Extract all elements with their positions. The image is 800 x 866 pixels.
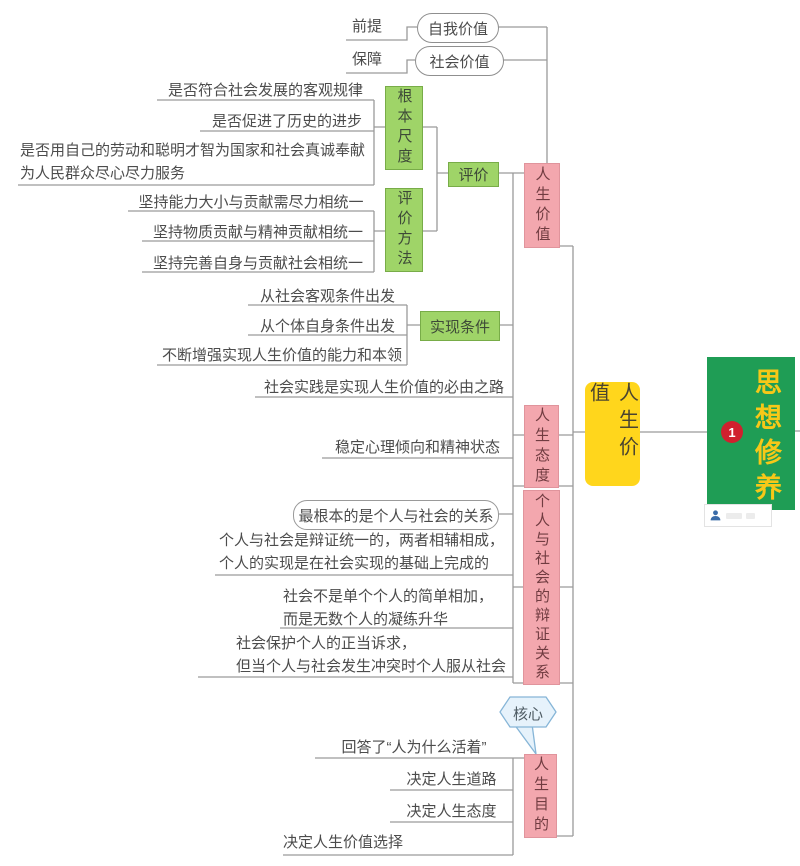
leaf-objective-law[interactable]: 是否符合社会发展的客观规律 xyxy=(167,82,363,99)
leaf-society-protects[interactable]: 社会保护个人的正当诉求， 但当个人与社会发生冲突时个人服从社会 xyxy=(236,635,507,675)
leaf-ability-contribution[interactable]: 坚持能力大小与贡献需尽力相统一 xyxy=(138,194,364,211)
leaf-social-practice[interactable]: 社会实践是实现人生价值的必由之路 xyxy=(263,379,504,396)
leaf-social-conditions[interactable]: 从社会客观条件出发 xyxy=(259,288,395,305)
watermark-mark xyxy=(746,512,755,519)
leaf-historical-progress[interactable]: 是否促进了历史的进步 xyxy=(211,113,362,130)
leaf-decide-life-road[interactable]: 决定人生道路 xyxy=(406,771,497,788)
root-topic-label: 思想修养 xyxy=(751,368,781,508)
connector-lines-root xyxy=(573,430,800,433)
leaf-material-spiritual[interactable]: 坚持物质贡献与精神贡献相统一 xyxy=(152,224,363,241)
person-icon xyxy=(710,510,721,521)
section-life-purpose[interactable]: 人生目的 xyxy=(524,754,557,838)
leaf-decide-value-choice[interactable]: 决定人生价值选择 xyxy=(283,834,404,851)
node-realization-conditions[interactable]: 实现条件 xyxy=(420,311,500,341)
section-life-attitude[interactable]: 人生态度 xyxy=(524,405,559,488)
node-social-value[interactable]: 社会价值 xyxy=(415,46,504,76)
leaf-not-simple-sum[interactable]: 社会不是单个个人的简单相加， 而是无数个人的凝练升华 xyxy=(283,588,494,628)
topic-number-badge: 1 xyxy=(721,421,743,443)
edge-label-premise: 前提 xyxy=(352,18,383,35)
leaf-why-live[interactable]: 回答了“人为什么活着” xyxy=(341,739,487,756)
node-main-topic[interactable]: 人生价值 xyxy=(585,382,640,486)
node-evaluation-method[interactable]: 评价方法 xyxy=(385,188,423,272)
callout-core[interactable]: 核心 xyxy=(512,706,543,723)
edge-label-guarantee: 保障 xyxy=(352,51,383,68)
leaf-sincere-dedication[interactable]: 是否用自己的劳动和聪明才智为国家和社会真诚奉献 为人民群众尽心尽力服务 xyxy=(20,142,366,183)
section-individual-society-relation[interactable]: 个人与社会的辩证关系 xyxy=(523,490,560,685)
callout-tail-shape xyxy=(513,723,537,755)
node-self-value[interactable]: 自我价值 xyxy=(417,13,499,43)
leaf-stable-mentality[interactable]: 稳定心理倾向和精神状态 xyxy=(334,439,500,456)
node-fundamental-relation[interactable]: 最根本的是个人与社会的关系 xyxy=(293,500,499,530)
callout-hexagon-shape xyxy=(499,696,557,728)
watermark-mark xyxy=(726,512,742,519)
section-life-value[interactable]: 人生价值 xyxy=(524,163,560,248)
main-topic-label: 人生价值 xyxy=(586,382,638,463)
leaf-strengthen-ability[interactable]: 不断增强实现人生价值的能力和本领 xyxy=(161,347,402,364)
watermark-strip xyxy=(704,504,772,527)
leaf-self-society-contribution[interactable]: 坚持完善自身与贡献社会相统一 xyxy=(152,255,363,272)
node-evaluation[interactable]: 评价 xyxy=(448,162,499,187)
leaf-individual-conditions[interactable]: 从个体自身条件出发 xyxy=(259,318,395,335)
leaf-dialectical-unity[interactable]: 个人与社会是辩证统一的，两者相辅相成， 个人的实现是在社会实现的基础上完成的 xyxy=(219,532,505,572)
connector-lines-value-branch xyxy=(18,26,548,683)
leaf-decide-life-attitude[interactable]: 决定人生态度 xyxy=(406,803,497,820)
node-fundamental-scale[interactable]: 根本尺度 xyxy=(385,86,423,170)
